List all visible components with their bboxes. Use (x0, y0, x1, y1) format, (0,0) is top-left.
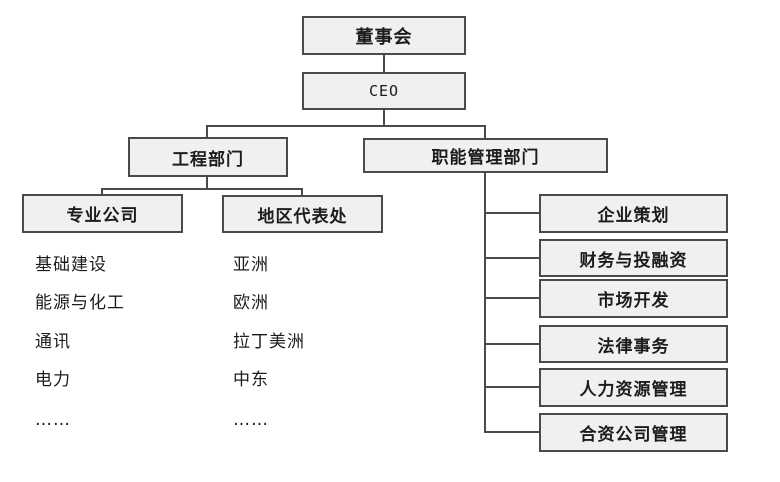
connector-level2-rail (206, 125, 486, 127)
connector-rail-to-engineering (206, 125, 208, 138)
list-item-energy-chemical: 能源与化工 (35, 293, 125, 313)
dept-legal-affairs-box: 法律事务 (539, 325, 728, 363)
list-item-regional-ellipsis: …… (233, 410, 269, 430)
engineering-department-box: 工程部门 (128, 137, 288, 177)
dept-market-development-label: 市场开发 (597, 291, 670, 311)
connector-rail-to-regional (301, 188, 303, 196)
list-item-middle-east: 中东 (233, 370, 269, 390)
list-item-latin-america: 拉丁美洲 (233, 332, 305, 352)
connector-board-ceo (383, 55, 385, 73)
connector-engineering-stem (206, 177, 208, 189)
functional-management-label: 职能管理部门 (431, 148, 540, 168)
ceo-box: CEO (302, 72, 466, 110)
list-item-specialized-ellipsis: …… (35, 410, 71, 430)
list-item-electric-power: 电力 (35, 370, 71, 390)
connector-functional-spine (484, 172, 486, 433)
connector-ceo-stem (383, 110, 385, 126)
specialized-companies-box: 专业公司 (22, 194, 183, 233)
connector-branch-hr (484, 386, 539, 388)
dept-corporate-planning-label: 企业策划 (597, 206, 670, 226)
regional-offices-label: 地区代表处 (257, 206, 348, 227)
dept-joint-venture-label: 合资公司管理 (579, 425, 688, 445)
list-item-europe: 欧洲 (233, 293, 269, 313)
dept-corporate-planning-box: 企业策划 (539, 194, 728, 233)
connector-rail-to-specialized (101, 188, 103, 195)
functional-management-box: 职能管理部门 (363, 138, 608, 173)
list-item-communications: 通讯 (35, 332, 71, 352)
connector-level3-rail (101, 188, 303, 190)
list-item-asia: 亚洲 (233, 255, 269, 275)
dept-human-resources-label: 人力资源管理 (579, 380, 688, 400)
engineering-department-label: 工程部门 (172, 149, 244, 170)
dept-human-resources-box: 人力资源管理 (539, 368, 728, 407)
list-item-infrastructure: 基础建设 (35, 255, 107, 275)
dept-market-development-box: 市场开发 (539, 279, 728, 318)
connector-branch-finance (484, 257, 539, 259)
dept-finance-investment-label: 财务与投融资 (579, 250, 688, 271)
dept-legal-affairs-label: 法律事务 (597, 336, 670, 357)
connector-branch-joint-venture (484, 431, 539, 433)
connector-branch-corporate-planning (484, 212, 539, 214)
board-label: 董事会 (355, 26, 413, 48)
connector-branch-market (484, 297, 539, 299)
connector-rail-to-functional (484, 125, 486, 139)
connector-branch-legal (484, 343, 539, 345)
dept-finance-investment-box: 财务与投融资 (539, 239, 728, 277)
specialized-companies-label: 专业公司 (66, 206, 139, 226)
board-box: 董事会 (302, 16, 466, 55)
ceo-label: CEO (368, 82, 400, 100)
dept-joint-venture-box: 合资公司管理 (539, 413, 728, 452)
regional-offices-box: 地区代表处 (222, 195, 383, 233)
